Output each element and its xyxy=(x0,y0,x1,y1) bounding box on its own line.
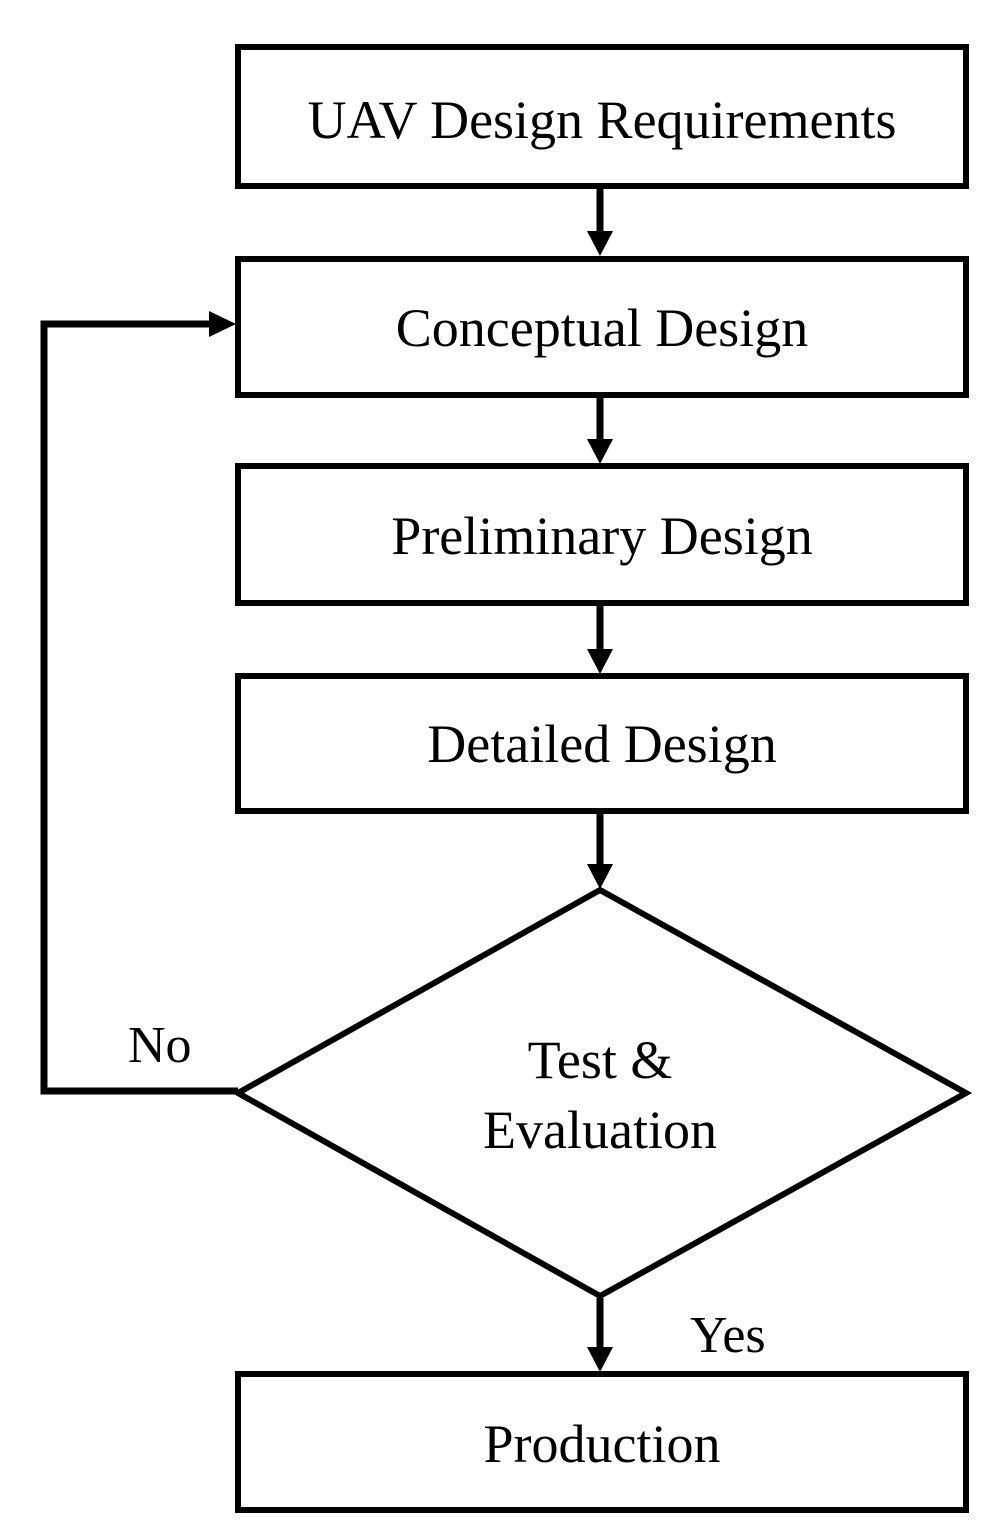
node-preliminary-design: Preliminary Design xyxy=(235,463,969,606)
node-test-evaluation-label-line2: Evaluation xyxy=(483,1100,717,1160)
edge-label-no: No xyxy=(128,1017,192,1074)
edge-test-to-production: Yes xyxy=(587,1298,766,1372)
node-uav-design-requirements: UAV Design Requirements xyxy=(235,44,969,189)
arrowhead-icon xyxy=(209,311,236,337)
edge-requirements-to-conceptual xyxy=(587,189,613,256)
node-conceptual-design: Conceptual Design xyxy=(235,256,969,398)
arrowhead-icon xyxy=(587,864,613,889)
arrowhead-icon xyxy=(587,231,613,256)
edge-test-to-conceptual-line xyxy=(40,320,238,1095)
arrowhead-icon xyxy=(587,439,613,464)
node-uav-design-requirements-box xyxy=(235,44,969,189)
node-production: Production xyxy=(235,1371,969,1513)
node-uav-design-requirements-label: UAV Design Requirements xyxy=(308,90,897,150)
arrowhead-icon xyxy=(587,649,613,674)
edge-preliminary-to-detailed xyxy=(587,606,613,674)
node-detailed-design-box xyxy=(235,673,969,814)
node-test-evaluation: Test & Evaluation xyxy=(231,886,973,1300)
node-detailed-design-label: Detailed Design xyxy=(427,714,776,774)
edge-conceptual-to-preliminary xyxy=(587,398,613,464)
node-detailed-design: Detailed Design xyxy=(235,673,969,814)
edge-detailed-to-test xyxy=(587,814,613,889)
node-conceptual-design-box xyxy=(235,256,969,398)
node-preliminary-design-label: Preliminary Design xyxy=(391,506,812,566)
node-test-evaluation-diamond xyxy=(231,886,973,1300)
node-test-evaluation-label-line1: Test & xyxy=(528,1030,673,1090)
node-production-box xyxy=(235,1371,969,1513)
node-preliminary-design-box xyxy=(235,463,969,606)
arrowhead-icon xyxy=(587,1347,613,1372)
edge-test-to-conceptual-feedback: No xyxy=(40,311,238,1095)
edge-label-yes: Yes xyxy=(690,1307,766,1364)
node-production-label: Production xyxy=(484,1414,721,1474)
node-conceptual-design-label: Conceptual Design xyxy=(396,298,808,358)
